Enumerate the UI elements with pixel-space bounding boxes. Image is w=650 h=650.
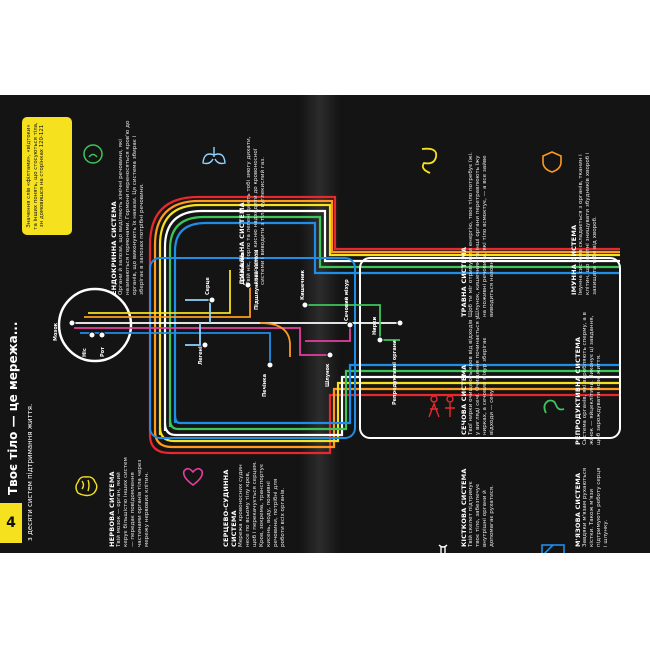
- page-fold-highlight: [300, 95, 340, 553]
- label-reproductive: Репродуктивні органи: [392, 340, 398, 405]
- label-stomach: Шлунок: [325, 363, 331, 387]
- muscle-icon: [541, 544, 565, 553]
- urinary-block: СЕЧОВА СИСТЕМА Твої нирки очищають кров …: [460, 315, 496, 435]
- nervous-text: Твій мозок — орган, який керує більшістю…: [116, 457, 150, 547]
- heart-icon: [182, 467, 204, 486]
- station-stomach: [301, 301, 309, 309]
- stomach-icon: [421, 147, 438, 174]
- label-heart: Серце: [205, 277, 211, 295]
- label-mouth: Рот: [100, 347, 106, 357]
- station-liver: [266, 361, 274, 369]
- cardio-title: СЕРЦЕВО-СУДИННА СИСТЕМА: [222, 469, 238, 547]
- skeletal-text: Твій скелет підтримує твоє тіло, забезпе…: [468, 481, 495, 547]
- digestive-block: ТРАВНА СИСТЕМА Щоб ти міг отримувати ене…: [460, 147, 496, 317]
- station-reproductive: [396, 319, 404, 327]
- book-spread: Мозок Ніс Рот Легені Серце Селезінка Під…: [0, 95, 650, 553]
- nervous-title: НЕРВОВА СИСТЕМА: [108, 471, 116, 547]
- reproductive-icon: [543, 399, 565, 414]
- respiratory-text: Твій ніс, горло та легені дають тобі змо…: [246, 136, 266, 285]
- callout-text: Значення слів «філтами», «відтоки» та ін…: [26, 122, 46, 230]
- bone-icon: [438, 544, 448, 553]
- callout-box: Значення слів «філтами», «відтоки» та ін…: [22, 117, 72, 235]
- station-brain: [68, 319, 76, 327]
- system-line-orange: [153, 199, 620, 435]
- station-heart: [208, 296, 216, 304]
- respiratory-block: ДИХАЛЬНА СИСТЕМА Твій ніс, горло та леге…: [238, 135, 267, 285]
- shield-icon: [542, 151, 562, 173]
- reproductive-text: Система органів, які виробляють сперму, …: [582, 312, 602, 445]
- page-title: Твоє тіло — це мережа...: [6, 321, 20, 495]
- digestive-title: ТРАВНА СИСТЕМА: [460, 246, 468, 317]
- digestive-text: Щоб ти міг отримувати енергію, твоє тіло…: [468, 152, 495, 317]
- reproductive-title: РЕПРОДУКТИВНА СИСТЕМА: [574, 336, 582, 445]
- station-nose: [88, 331, 96, 339]
- label-brain: Мозок: [53, 322, 59, 341]
- label-nose: Ніс: [82, 348, 88, 357]
- label-bladder: Сечовий міхур: [344, 279, 350, 321]
- system-line-yellow: [158, 203, 620, 435]
- head-circle: [57, 287, 133, 363]
- immune-block: ІМУННА СИСТЕМА Імунна система складаєтьс…: [570, 145, 599, 295]
- label-intestine: Кишечник: [300, 269, 306, 300]
- lungs-icon: [202, 147, 226, 165]
- system-line-green: [168, 215, 620, 427]
- cardio-text: Мережа кровоносних судин несе по всьому …: [238, 461, 286, 547]
- immune-title: ІМУННА СИСТЕМА: [570, 224, 578, 295]
- station-intestine: [326, 351, 334, 359]
- muscular-block: М'ЯЗОВА СИСТЕМА Завдяки м'язам рухаються…: [574, 467, 610, 547]
- station-lungs: [201, 341, 209, 349]
- muscular-text: Завдяки м'язам рухаються кістки. Також м…: [582, 467, 609, 547]
- system-line-red: [148, 195, 620, 435]
- endocrine-icon: [83, 144, 103, 164]
- label-lungs: Легені: [198, 346, 204, 365]
- system-line-blue: [173, 221, 620, 423]
- page-number: 4: [0, 503, 22, 543]
- skeletal-title: КІСТКОВА СИСТЕМА: [460, 468, 468, 547]
- station-bladder: [346, 321, 354, 329]
- skeletal-block: КІСТКОВА СИСТЕМА Твій скелет підтримує т…: [460, 467, 496, 547]
- station-kidneys: [376, 336, 384, 344]
- endocrine-block: ЕНДОКРИННА СИСТЕМА Органи й залози, що в…: [110, 115, 146, 295]
- system-line-white: [163, 209, 620, 431]
- endocrine-title: ЕНДОКРИННА СИСТЕМА: [110, 201, 118, 295]
- label-liver: Печінка: [262, 374, 268, 397]
- page-subtitle: з десяти систем підтримання життя.: [26, 403, 34, 541]
- label-kidneys: Нирки: [372, 316, 378, 335]
- station-mouth: [98, 331, 106, 339]
- urinary-title: СЕЧОВА СИСТЕМА: [460, 364, 468, 435]
- people-icon: [428, 395, 455, 418]
- muscular-title: М'ЯЗОВА СИСТЕМА: [574, 472, 582, 547]
- endocrine-text: Органи й залози, що виділяють хімічні ре…: [118, 120, 145, 295]
- cardio-block: СЕРЦЕВО-СУДИННА СИСТЕМА Мережа кровоносн…: [222, 461, 287, 547]
- immune-text: Імунна система складається з органів, тк…: [578, 152, 598, 295]
- urinary-text: Твої нирки очищають кров від відходів у …: [468, 316, 495, 435]
- respiratory-title: ДИХАЛЬНА СИСТЕМА: [238, 202, 246, 285]
- body-network-diagram: [57, 195, 621, 455]
- brain-icon: [75, 476, 98, 497]
- reproductive-block: РЕПРОДУКТИВНА СИСТЕМА Система органів, я…: [574, 305, 603, 445]
- station-spleen: [244, 281, 252, 289]
- nervous-block: НЕРВОВА СИСТЕМА Твій мозок — орган, який…: [108, 455, 151, 547]
